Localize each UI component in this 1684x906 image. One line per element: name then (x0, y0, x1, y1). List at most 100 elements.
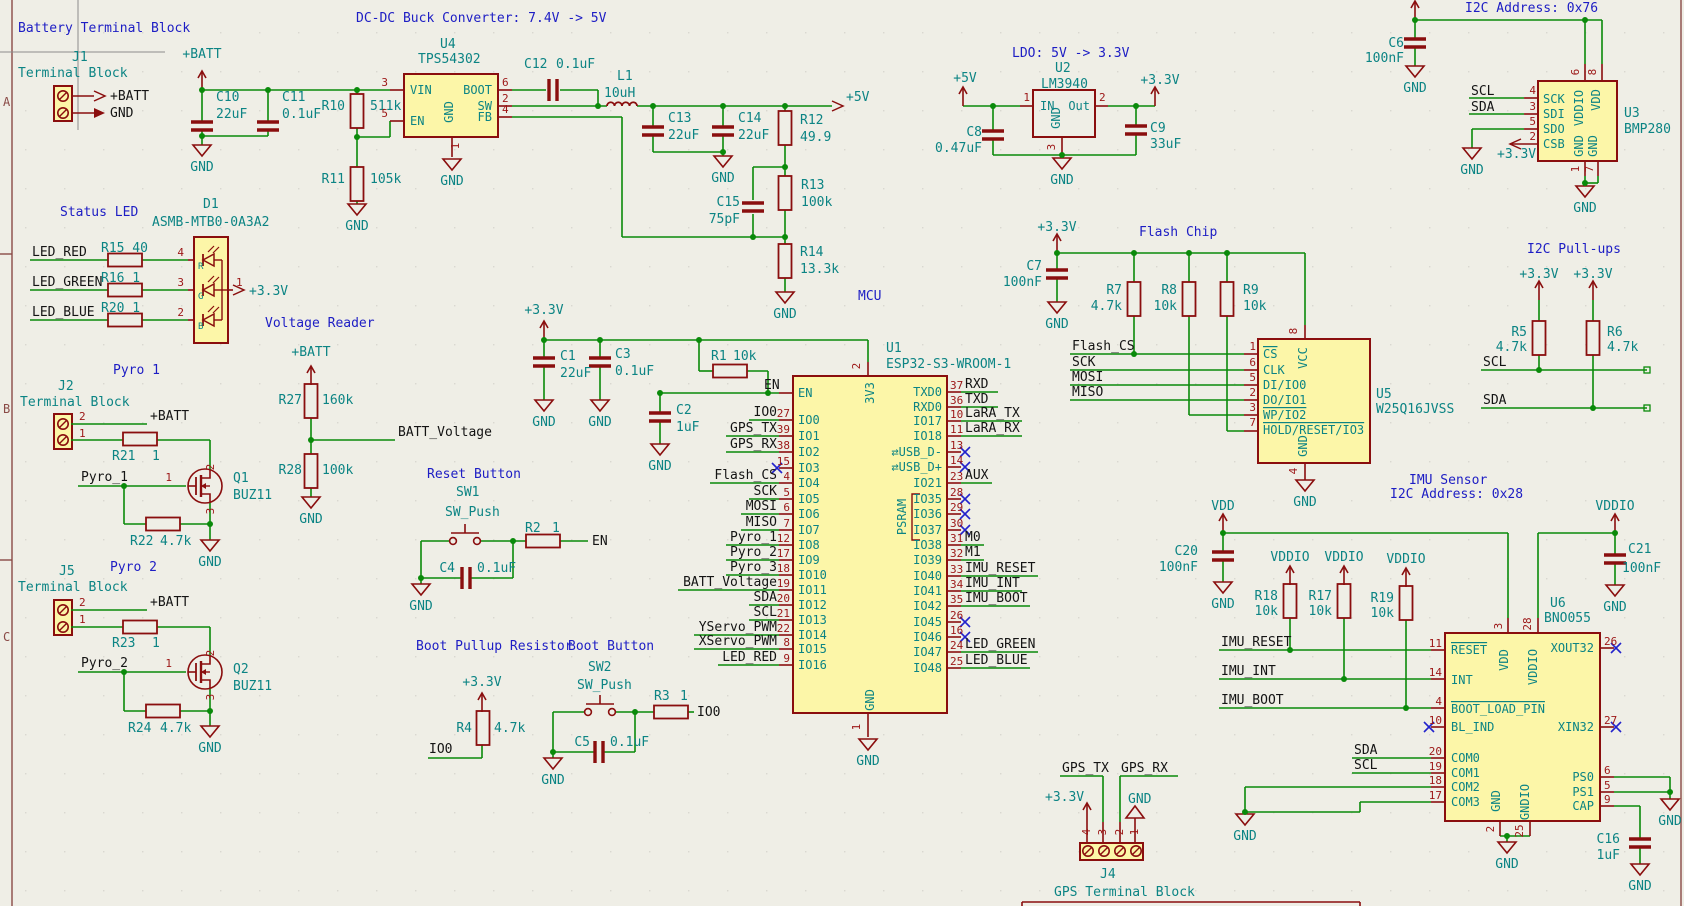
value-label[interactable]: RESET (1451, 643, 1487, 657)
net-label[interactable]: AUX (965, 468, 989, 483)
value-label[interactable]: VDD (1211, 499, 1235, 514)
net-label[interactable]: GPS_RX (1121, 761, 1168, 776)
value-label[interactable]: U5 (1376, 387, 1392, 402)
value-label[interactable]: IO48 (913, 661, 942, 675)
gnd-symbol[interactable] (300, 496, 322, 510)
value-label[interactable]: SW2 (588, 660, 611, 675)
value-label[interactable]: ⇄USB_D+ (891, 460, 942, 474)
net-label[interactable]: MOSI (746, 499, 777, 514)
value-label[interactable]: GND (1128, 792, 1152, 807)
value-label[interactable]: 0.1uF (556, 57, 595, 72)
resistor-symbol[interactable] (475, 710, 491, 746)
terminal-block-j4[interactable] (1079, 842, 1144, 861)
value-label[interactable]: SW1 (456, 485, 479, 500)
gnd-symbol[interactable] (1294, 479, 1316, 493)
value-label[interactable]: C8 (966, 125, 982, 140)
net-label[interactable]: Pyro_3 (730, 560, 777, 575)
value-label[interactable]: C2 (676, 403, 692, 418)
net-label[interactable]: IMU_RESET (1221, 635, 1292, 650)
value-label[interactable]: 100nF (1003, 275, 1042, 290)
net-label[interactable]: LED_RED (722, 650, 777, 665)
value-label[interactable]: IO15 (798, 642, 827, 656)
value-label[interactable]: GND (1586, 135, 1600, 157)
resistor-symbol[interactable] (777, 110, 793, 146)
resistor-symbol[interactable] (349, 93, 365, 129)
value-label[interactable]: J4 (1100, 867, 1116, 882)
resistor-symbol[interactable] (107, 312, 143, 328)
value-label[interactable]: FB (478, 110, 492, 124)
gnd-symbol[interactable] (1124, 804, 1146, 819)
value-label[interactable]: 4.7k (1091, 299, 1122, 314)
value-label[interactable]: WP/IO2 (1263, 408, 1306, 422)
value-label[interactable]: IO41 (913, 584, 942, 598)
net-label[interactable]: Pyro_1 (730, 530, 777, 545)
value-label[interactable]: 10uH (604, 86, 635, 101)
value-label[interactable]: +3.3V (462, 675, 501, 690)
gnd-symbol[interactable] (533, 399, 555, 413)
value-label[interactable]: 4.7k (1607, 340, 1638, 355)
value-label[interactable]: IO4 (798, 476, 820, 490)
resistor-symbol[interactable] (712, 363, 748, 379)
resistor-symbol[interactable] (1398, 585, 1414, 621)
value-label[interactable]: CSB (1543, 137, 1565, 151)
value-label[interactable]: VIN (410, 83, 432, 97)
value-label[interactable]: GND (1489, 790, 1503, 812)
value-label[interactable]: IO13 (798, 613, 827, 627)
value-label[interactable]: +3.3V (1497, 147, 1536, 162)
net-label[interactable]: M1 (965, 545, 981, 560)
value-label[interactable]: R7 (1106, 283, 1122, 298)
net-label[interactable]: IO0 (754, 405, 777, 420)
value-label[interactable]: VDDIO (1572, 90, 1586, 126)
value-label[interactable]: C4 (439, 561, 455, 576)
value-label[interactable]: EN (798, 386, 812, 400)
value-label[interactable]: VDD (1589, 89, 1603, 111)
value-label[interactable]: IO37 (913, 523, 942, 537)
net-label[interactable]: XServo_PWM (699, 634, 777, 649)
value-label[interactable]: IO5 (798, 492, 820, 506)
value-label[interactable]: SW_Push (445, 505, 500, 520)
value-label[interactable]: LM3940 (1041, 77, 1088, 92)
value-label[interactable]: 13.3k (800, 262, 839, 277)
net-label[interactable]: GND (110, 106, 134, 121)
value-label[interactable]: J2 (58, 379, 74, 394)
value-label[interactable]: BUZ11 (233, 679, 272, 694)
ic-u4-tps54302[interactable] (403, 73, 499, 138)
value-label[interactable]: IO3 (798, 461, 820, 475)
value-label[interactable]: 22uF (560, 366, 591, 381)
value-label[interactable]: R19 (1371, 591, 1394, 606)
gnd-symbol[interactable] (191, 144, 213, 158)
value-label[interactable]: C15 (717, 195, 740, 210)
value-label[interactable]: 0.1uF (615, 364, 654, 379)
net-label[interactable]: +BATT (150, 409, 189, 424)
value-label[interactable]: +BATT (182, 47, 221, 62)
value-label[interactable]: U3 (1624, 106, 1640, 121)
ic-u2-lm3940[interactable] (1032, 89, 1096, 138)
value-label[interactable]: TXD0 (913, 385, 942, 399)
value-label[interactable]: 22uF (738, 128, 769, 143)
net-label[interactable]: BATT_Voltage (398, 425, 492, 440)
value-label[interactable]: XOUT32 (1551, 641, 1594, 655)
value-label[interactable]: BOOT (463, 83, 492, 97)
value-label[interactable]: TPS54302 (418, 52, 481, 67)
resistor-symbol[interactable] (1282, 583, 1298, 619)
value-label[interactable]: R14 (800, 245, 824, 260)
net-label[interactable]: SDA (1354, 743, 1378, 758)
value-label[interactable]: R (198, 262, 204, 272)
value-label[interactable]: IO35 (913, 492, 942, 506)
ic-u5-w25q16[interactable] (1257, 338, 1371, 464)
value-label[interactable]: 100nF (1159, 560, 1198, 575)
value-label[interactable]: L1 (617, 69, 633, 84)
value-label[interactable]: C11 (282, 90, 305, 105)
value-label[interactable]: R1 (711, 349, 727, 364)
value-label[interactable]: R11 (322, 172, 345, 187)
value-label[interactable]: U1 (886, 341, 902, 356)
value-label[interactable]: EN (410, 114, 424, 128)
value-label[interactable]: 100k (801, 195, 832, 210)
value-label[interactable]: IO10 (798, 568, 827, 582)
value-label[interactable]: R15 40 (101, 241, 148, 256)
value-label[interactable]: IO39 (913, 553, 942, 567)
value-label[interactable]: R17 (1309, 589, 1332, 604)
value-label[interactable]: C16 (1597, 832, 1620, 847)
resistor-symbol[interactable] (1181, 281, 1197, 317)
value-label[interactable]: R16 1 (101, 271, 140, 286)
